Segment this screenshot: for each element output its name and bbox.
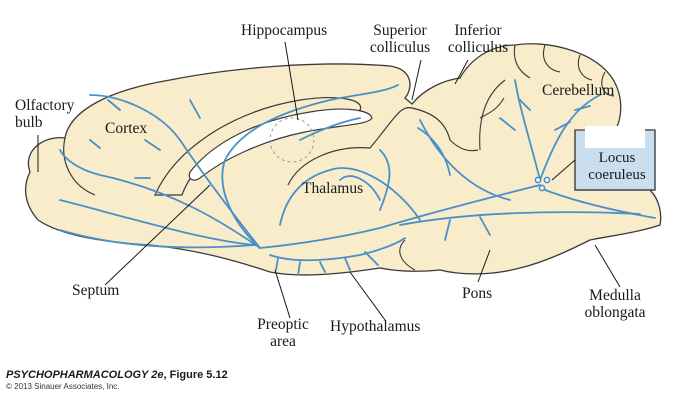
label-pons: Pons xyxy=(462,285,493,302)
label-preoptic-area: Preoptic area xyxy=(257,316,309,350)
label-septum: Septum xyxy=(72,282,120,299)
label-olfactory-bulb: Olfactory bulb xyxy=(15,97,75,131)
locus-coeruleus-cells xyxy=(534,176,551,192)
figure-caption-copyright: © 2013 Sinauer Associates, Inc. xyxy=(6,382,120,391)
figure-caption-title: PSYCHOPHARMACOLOGY 2e, Figure 5.12 xyxy=(6,369,228,381)
cerebellum-folds xyxy=(479,44,615,151)
label-hypothalamus: Hypothalamus xyxy=(330,318,421,335)
label-leader-lines xyxy=(37,41,621,321)
label-cortex: Cortex xyxy=(105,120,148,137)
figure-caption-book: PSYCHOPHARMACOLOGY 2e xyxy=(6,369,164,381)
cortex-fold xyxy=(63,137,96,196)
label-locus-coeruleus: Locus coeruleus xyxy=(588,150,646,183)
thalamus-outline xyxy=(287,106,479,186)
label-medulla-oblongata: Medulla oblongata xyxy=(584,287,646,321)
noradrenergic-pathways xyxy=(59,79,656,276)
brain-outline xyxy=(24,43,662,276)
brainstem-curve xyxy=(399,239,416,271)
label-cerebellum: Cerebellum xyxy=(542,82,615,99)
hippocampus-dashed-region xyxy=(269,117,315,163)
figure-caption-figure: , Figure 5.12 xyxy=(163,369,228,381)
hippocampus-fold xyxy=(188,108,373,181)
label-thalamus: Thalamus xyxy=(302,180,364,197)
label-superior-colliculus: Superior colliculus xyxy=(369,22,431,56)
label-hippocampus: Hippocampus xyxy=(241,22,328,39)
label-inferior-colliculus: Inferior colliculus xyxy=(447,22,509,56)
